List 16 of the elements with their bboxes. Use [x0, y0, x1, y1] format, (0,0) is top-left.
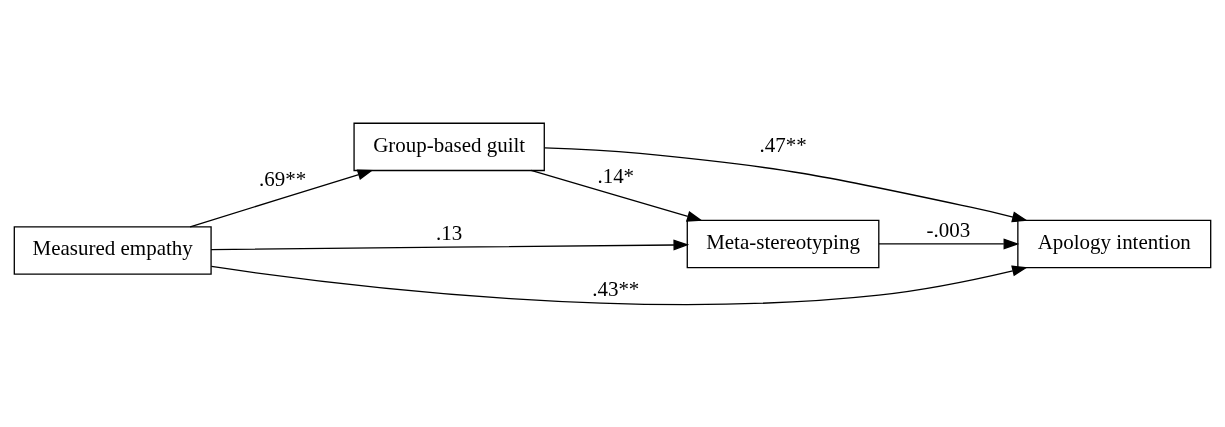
- edge-label: .47**: [759, 132, 807, 157]
- edge-label: .69**: [258, 166, 307, 191]
- arrow: [530, 169, 703, 222]
- arrow: [210, 265, 1028, 305]
- node-box: Apology intention: [1017, 219, 1212, 268]
- node-box: Measured empathy: [13, 225, 212, 275]
- arrow: [189, 168, 374, 227]
- edge-label: .14*: [597, 163, 635, 188]
- edge-label: .13: [436, 220, 463, 245]
- edge-label: .43**: [592, 276, 640, 301]
- node-box: Group-based guilt: [353, 122, 545, 171]
- arrow: [544, 146, 1028, 222]
- arrow: [210, 238, 690, 250]
- arrow: [878, 237, 1020, 249]
- edge-label: -.003: [926, 217, 971, 242]
- node-box: Meta-stereotyping: [686, 219, 880, 268]
